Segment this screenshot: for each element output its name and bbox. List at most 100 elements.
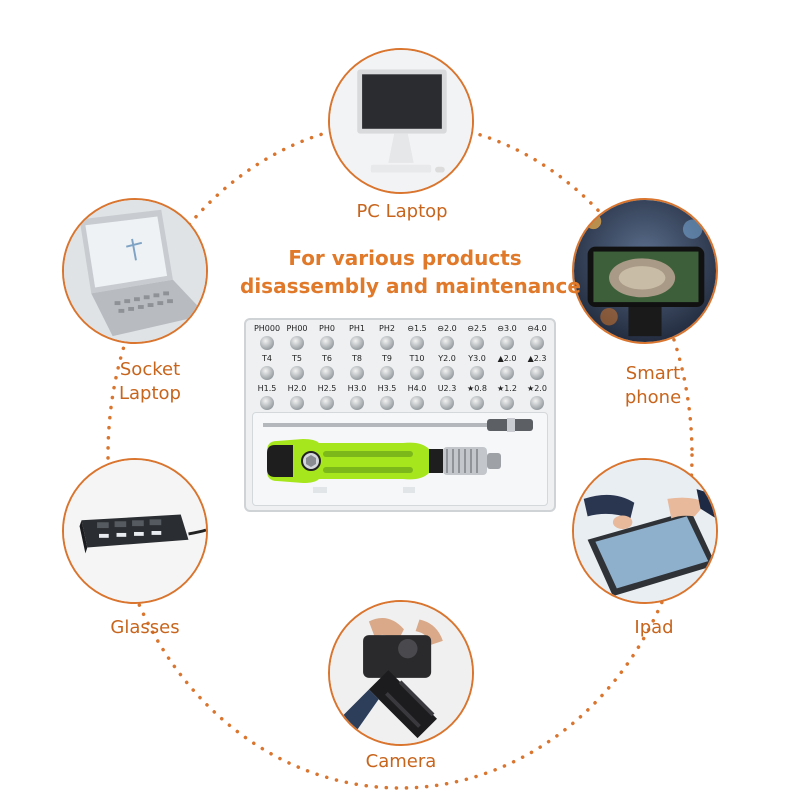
screwdriver-bit: ⊖3.0 bbox=[494, 324, 520, 354]
screwdriver-bit: Y3.0 bbox=[464, 354, 490, 384]
bit-tip-icon bbox=[350, 336, 364, 350]
bit-label: T6 bbox=[322, 354, 332, 363]
bit-label: H3.5 bbox=[377, 384, 397, 393]
bit-tip-icon bbox=[260, 366, 274, 380]
screwdriver-bit: Y2.0 bbox=[434, 354, 460, 384]
bit-label: PH000 bbox=[253, 324, 281, 333]
socket-laptop-label: Socket Laptop bbox=[105, 358, 195, 406]
screwdriver-bit: ★1.2 bbox=[494, 384, 520, 414]
smart-phone-label: Smart phone bbox=[608, 362, 698, 410]
headline-line1: For various products bbox=[288, 246, 522, 270]
bit-tip-icon bbox=[530, 366, 544, 380]
headline-line2: disassembly and maintenance bbox=[240, 274, 581, 298]
bit-tip-icon bbox=[260, 396, 274, 410]
bit-label: PH2 bbox=[379, 324, 395, 333]
smart-phone-label-line2: phone bbox=[624, 387, 682, 408]
headline: For various products disassembly and mai… bbox=[240, 244, 581, 300]
socket-laptop-label-line2: Laptop bbox=[119, 383, 181, 404]
bit-label: ⊖2.5 bbox=[467, 324, 487, 333]
bit-row: T4 T5 T6 T8 T9 T10 Y2.0 Y3.0 ▲2.0 ▲2.3 bbox=[254, 354, 550, 384]
bit-label: H2.5 bbox=[317, 384, 337, 393]
bit-label: T4 bbox=[262, 354, 272, 363]
bit-tip-icon bbox=[470, 366, 484, 380]
glasses-label: Glasses bbox=[110, 617, 180, 638]
screwdriver-bit: T5 bbox=[284, 354, 310, 384]
bit-label: ⊖1.5 bbox=[407, 324, 427, 333]
smart-phone-image bbox=[572, 198, 718, 344]
bit-tip-icon bbox=[500, 336, 514, 350]
bit-tip-icon bbox=[350, 396, 364, 410]
bit-label: PH0 bbox=[319, 324, 335, 333]
screwdriver-bit: ⊖2.0 bbox=[434, 324, 460, 354]
desktop-computer-icon bbox=[330, 50, 472, 192]
smartphone-icon bbox=[574, 200, 716, 342]
screwdriver-bit: PH000 bbox=[254, 324, 280, 354]
pc-laptop-image bbox=[328, 48, 474, 194]
bit-label: ⊖2.0 bbox=[437, 324, 457, 333]
bit-label: PH00 bbox=[286, 324, 308, 333]
camera-label: Camera bbox=[365, 751, 437, 772]
screwdriver-bit: H2.5 bbox=[314, 384, 340, 414]
bit-label: H4.0 bbox=[407, 384, 427, 393]
bit-label: ★1.2 bbox=[497, 384, 517, 393]
screwdriver-bit: PH1 bbox=[344, 324, 370, 354]
bit-label: ⊖4.0 bbox=[527, 324, 547, 333]
bit-tip-icon bbox=[320, 336, 334, 350]
bit-label: ▲2.0 bbox=[497, 354, 517, 363]
bit-label: H1.5 bbox=[257, 384, 277, 393]
bit-tip-icon bbox=[320, 366, 334, 380]
camera-image bbox=[328, 600, 474, 746]
screwdriver-bit: PH2 bbox=[374, 324, 400, 354]
bit-tip-icon bbox=[320, 396, 334, 410]
bit-tip-icon bbox=[440, 336, 454, 350]
bit-tip-icon bbox=[380, 336, 394, 350]
pc-laptop-label: PC Laptop bbox=[356, 201, 448, 222]
bit-tip-icon bbox=[500, 366, 514, 380]
screwdriver-bit: ▲2.0 bbox=[494, 354, 520, 384]
bit-tip-icon bbox=[290, 396, 304, 410]
screwdriver-bit: T10 bbox=[404, 354, 430, 384]
laptop-icon bbox=[64, 200, 206, 342]
bit-label: Y2.0 bbox=[438, 354, 456, 363]
bit-row: PH000 PH00 PH0 PH1 PH2 ⊖1.5 ⊖2.0 ⊖2.5 ⊖3.0 ⊖4.0 bbox=[254, 324, 550, 354]
ipad-label: Ipad bbox=[634, 617, 674, 638]
screwdriver-bit: T9 bbox=[374, 354, 400, 384]
screwdriver-bit: U2.3 bbox=[434, 384, 460, 414]
bit-tip-icon bbox=[260, 336, 274, 350]
bit-tip-icon bbox=[500, 396, 514, 410]
screwdriver-icon bbox=[263, 418, 533, 493]
bit-label: H2.0 bbox=[287, 384, 307, 393]
bit-tip-icon bbox=[410, 396, 424, 410]
screwdriver-bit: ⊖2.5 bbox=[464, 324, 490, 354]
bit-tip-icon bbox=[410, 366, 424, 380]
tablet-icon bbox=[574, 460, 716, 602]
bit-tip-icon bbox=[530, 396, 544, 410]
screwdriver-bit: ⊖1.5 bbox=[404, 324, 430, 354]
smart-phone-label-line1: Smart bbox=[625, 363, 681, 384]
glasses-image bbox=[62, 458, 208, 604]
screwdriver-bit: H1.5 bbox=[254, 384, 280, 414]
bit-tip-icon bbox=[470, 396, 484, 410]
bit-label: ▲2.3 bbox=[527, 354, 547, 363]
bit-label: T10 bbox=[409, 354, 425, 363]
bit-label: T8 bbox=[352, 354, 362, 363]
handle-tray bbox=[252, 412, 548, 506]
camera-icon bbox=[330, 602, 472, 744]
bit-label: ★0.8 bbox=[467, 384, 487, 393]
screwdriver-bit: ▲2.3 bbox=[524, 354, 550, 384]
screwdriver-bit: H3.0 bbox=[344, 384, 370, 414]
bit-label: ⊖3.0 bbox=[497, 324, 517, 333]
bit-label: Y3.0 bbox=[468, 354, 486, 363]
screwdriver-bit: H3.5 bbox=[374, 384, 400, 414]
bit-tip-icon bbox=[290, 366, 304, 380]
screwdriver-bit: ⊖4.0 bbox=[524, 324, 550, 354]
socket-laptop-label-line1: Socket bbox=[119, 359, 181, 380]
bit-label: U2.3 bbox=[437, 384, 457, 393]
screwdriver-bit: T8 bbox=[344, 354, 370, 384]
screwdriver-bit: PH00 bbox=[284, 324, 310, 354]
bit-label: T5 bbox=[292, 354, 302, 363]
bit-tip-icon bbox=[380, 366, 394, 380]
screwdriver-bit: T6 bbox=[314, 354, 340, 384]
